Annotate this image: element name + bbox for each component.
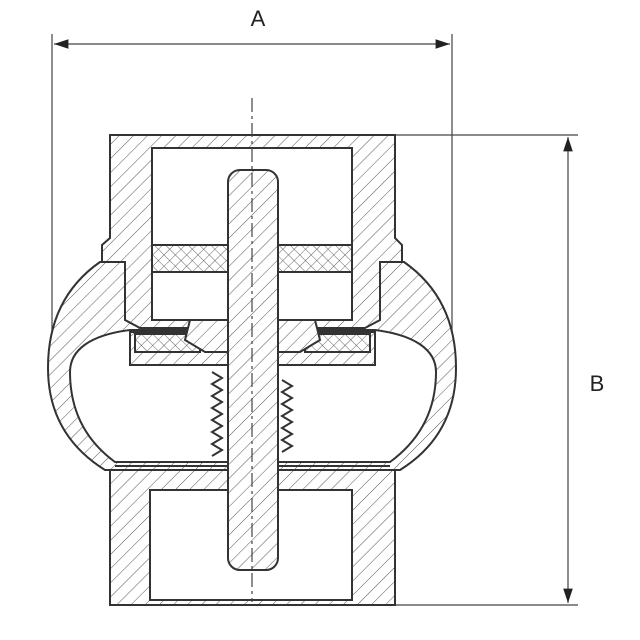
valve-stem bbox=[227, 169, 279, 571]
dimension-b: B bbox=[390, 134, 605, 606]
dimension-a: A bbox=[51, 6, 453, 345]
spring bbox=[210, 371, 294, 457]
dimension-label-a: A bbox=[251, 6, 266, 31]
dimension-label-b: B bbox=[590, 371, 605, 396]
